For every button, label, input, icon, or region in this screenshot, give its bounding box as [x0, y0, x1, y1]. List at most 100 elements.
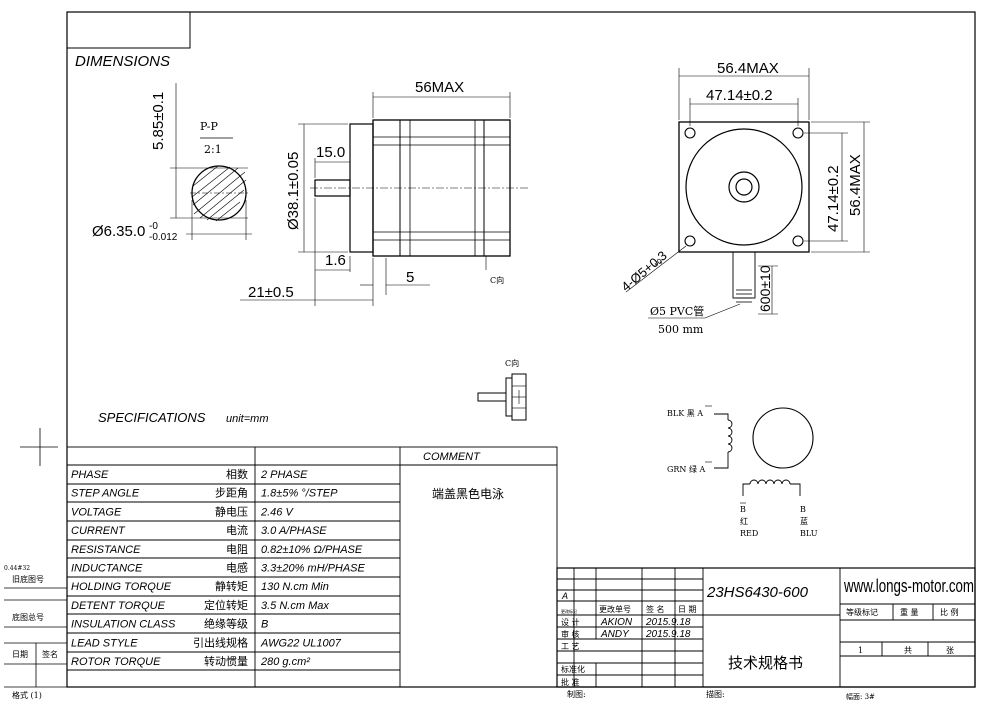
spec-name-cn: 静电压: [215, 504, 248, 518]
spec-value: 3.0 A/PHASE: [261, 525, 327, 537]
sign-label: 签 名: [646, 604, 665, 614]
document-title: 技术规格书: [728, 654, 803, 672]
spec-name: INSULATION CLASS: [71, 619, 176, 631]
spec-name-cn: 相数: [226, 468, 248, 481]
spec-value: 3.5 N.cm Max: [261, 600, 329, 612]
body-height-dim: 56.4MAX: [847, 154, 864, 216]
spec-value: 1.8±5% °/STEP: [261, 488, 338, 500]
review-label: 审 核: [561, 629, 580, 639]
wire-abar-label: GRN 绿 A: [667, 465, 705, 474]
reviewer-date: 2015.9.18: [645, 629, 691, 640]
spec-name-cn: 步距角: [215, 487, 248, 500]
hole-pitch-h-dim: 47.14±0.2: [706, 87, 773, 104]
phase-b-coil: [742, 479, 801, 496]
reviewer-name: ANDY: [600, 629, 630, 640]
spec-name: DETENT TORQUE: [71, 600, 166, 612]
wire-b-right-cn: 蓝: [800, 516, 808, 526]
stage-mark-label: 等级标记: [846, 607, 878, 617]
sheet-size-label: 幅面: 3#: [846, 692, 875, 701]
change-mark-label: 更改标记: [561, 608, 577, 614]
flat-height-dim: 5.85±0.1: [150, 92, 167, 150]
specs-unit: unit=mm: [226, 413, 269, 425]
spec-name: STEP ANGLE: [71, 488, 140, 500]
spec-name: RESISTANCE: [71, 544, 141, 556]
base-drawing-number-label: 底图总号: [12, 612, 44, 622]
spec-name-cn: 静转矩: [215, 579, 248, 593]
wire-b-left-cn: 红: [740, 516, 748, 526]
c-view: [477, 373, 527, 421]
shaft-flat-dim: 15.0: [316, 144, 345, 161]
traced-by-label: 描图:: [706, 689, 725, 699]
rotor-circle: [752, 407, 814, 469]
margin-date-label: 日期: [12, 650, 28, 659]
model-number: 23HS6430-600: [706, 584, 809, 601]
section-view: [170, 83, 252, 240]
wire-b-right: B: [800, 505, 806, 514]
spec-name-cn: 绝缘等级: [204, 617, 248, 631]
approve-label: 批 准: [561, 677, 580, 687]
spec-name-cn: 定位转矩: [204, 598, 248, 612]
comment-header: COMMENT: [423, 451, 481, 463]
spec-name: PHASE: [71, 469, 109, 481]
wire-b-left-en: RED: [740, 529, 758, 538]
margin-grid: [4, 587, 67, 688]
phase-a-coil: [714, 413, 733, 469]
spec-value: B: [261, 619, 268, 631]
lead-length-dim: 600±10: [757, 265, 773, 312]
mounting-holes-dim: 4-Ø5+0.3: [618, 248, 669, 295]
design-label: 设 计: [561, 617, 580, 627]
side-view: [240, 92, 530, 306]
section-label: P-P: [200, 120, 219, 133]
shaft-length-dim: 21±0.5: [248, 284, 294, 301]
specs-grid: [66, 446, 558, 688]
pvc-length-label: 500 mm: [658, 323, 704, 336]
standard-label: 标准化: [561, 664, 585, 674]
revision-a: A: [561, 591, 568, 601]
specs-title: SPECIFICATIONS: [98, 410, 206, 425]
spec-name: ROTOR TORQUE: [71, 656, 161, 668]
comment-text: 端盖黑色电泳: [432, 487, 504, 501]
pilot-diameter-dim: Ø38.1±0.05: [285, 152, 302, 230]
designer-date: 2015.9.18: [645, 617, 691, 628]
spec-name: INDUCTANCE: [71, 563, 143, 575]
c-view-label: C向: [505, 358, 519, 368]
wire-a-label: BLK 黑 A: [667, 409, 703, 418]
dimensions-title: DIMENSIONS: [75, 53, 170, 70]
body-width-dim: 56.4MAX: [717, 60, 779, 77]
spec-name-cn: 电流: [226, 523, 248, 537]
shaft-tol-top: -0: [149, 221, 158, 232]
spec-name-cn: 电阻: [226, 543, 248, 556]
spec-value: 280 g.cm²: [260, 656, 310, 668]
spec-name: CURRENT: [71, 525, 126, 537]
hole-pitch-v-dim: 47.14±0.2: [825, 165, 842, 232]
shaft-diameter-dim: Ø6.35.0: [92, 223, 145, 240]
format-label: 格式 (1): [12, 690, 42, 700]
sheets-label: 张: [946, 646, 954, 655]
flange-thickness-dim: 1.6: [325, 252, 346, 269]
ratio-label: 比 例: [940, 607, 959, 617]
motor-length-dim: 56MAX: [415, 79, 464, 96]
title-block-grid: [556, 567, 976, 688]
sheet-number: 1: [858, 646, 863, 655]
front-view: [625, 68, 870, 319]
spec-value: 3.3±20% mH/PHASE: [261, 563, 366, 575]
weight-label: 重 量: [900, 607, 919, 617]
shaft-tol-bottom: -0.012: [149, 232, 178, 243]
spec-name-cn: 电感: [226, 562, 248, 575]
change-number-label: 更改单号: [599, 604, 631, 614]
wire-b-left: B: [740, 505, 746, 514]
company-website: www.longs-motor.com: [843, 576, 974, 596]
spec-name: HOLDING TORQUE: [71, 581, 172, 593]
wire-b-right-en: BLU: [800, 529, 818, 538]
spec-value: 130 N.cm Min: [261, 581, 329, 593]
corner-box: [66, 11, 191, 49]
section-scale: 2:1: [204, 143, 222, 156]
designer-name: AKION: [600, 617, 633, 628]
margin-sign-label: 签名: [42, 649, 58, 659]
spec-name: LEAD STYLE: [71, 637, 138, 649]
spec-value: AWG22 UL1007: [260, 637, 342, 649]
margin-crosshair: [20, 428, 58, 466]
process-label: 工 艺: [561, 642, 580, 651]
